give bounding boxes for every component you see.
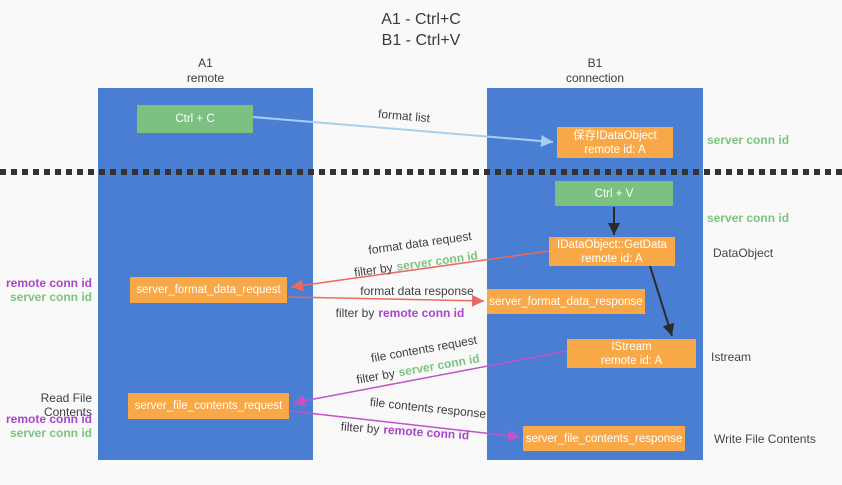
node-save-idataobject-line1: 保存IDataObject — [573, 129, 657, 142]
label-remote-conn-id-left-top: remote conn id — [5, 276, 92, 290]
node-server-file-contents-request-label: server_file_contents_request — [134, 400, 283, 412]
label-istream: Istream — [711, 350, 752, 364]
node-server-file-contents-response: server_file_contents_response — [523, 426, 685, 451]
node-idataobject-getdata: IDataObject::GetData remote id: A — [549, 237, 675, 266]
filter-by-text: filter by — [335, 306, 375, 320]
node-server-format-data-request: server_format_data_request — [130, 277, 287, 303]
label-format-list: format list — [377, 106, 431, 126]
label-dataobject: DataObject — [713, 246, 774, 260]
label-read-file-contents-wrap: Read File Contents — [0, 391, 92, 419]
remote-conn-id-text: remote conn id — [382, 422, 470, 443]
label-write-file-contents: Write File Contents — [714, 432, 816, 446]
node-ctrl-v-label: Ctrl + V — [594, 187, 634, 200]
filter-by-text: filter by — [355, 366, 396, 387]
filter-by-text: filter by — [340, 419, 380, 437]
label-server-conn-id-right-mid: server conn id — [707, 211, 790, 225]
remote-conn-id-text: remote conn id — [378, 306, 465, 320]
filter-by-text: filter by — [353, 260, 394, 280]
node-server-format-data-response: server_format_data_response — [487, 289, 645, 314]
node-server-file-contents-response-label: server_file_contents_response — [525, 432, 683, 445]
lane-a1-name: A1 — [198, 56, 213, 70]
lane-b1-role: connection — [565, 71, 625, 85]
node-istream-line1: IStream — [611, 340, 652, 353]
node-ctrl-c-label: Ctrl + C — [175, 113, 215, 125]
title-line-1: A1 - Ctrl+C — [381, 11, 461, 28]
node-ctrl-c: Ctrl + C — [137, 105, 253, 133]
lane-a1-role: remote — [186, 71, 225, 85]
label-file-contents-response: file contents response — [369, 394, 487, 422]
title-line-2: B1 - Ctrl+V — [381, 32, 461, 49]
session-separator-line — [0, 169, 842, 175]
node-server-format-data-response-label: server_format_data_response — [489, 295, 643, 308]
label-server-conn-id-left-top: server conn id — [9, 290, 92, 304]
label-server-conn-id-left-bottom: server conn id — [9, 426, 92, 440]
node-istream: IStream remote id: A — [567, 339, 696, 368]
label-format-data-response: format data response — [360, 284, 474, 298]
label-conn-ids-left-bottom: remote conn id server conn id — [0, 412, 92, 440]
lane-a1-header: A1 remote — [98, 56, 313, 86]
server-conn-id-text: server conn id — [395, 248, 479, 274]
lane-b1-name: B1 — [587, 56, 603, 70]
node-idataobject-getdata-line1: IDataObject::GetData — [557, 238, 667, 251]
node-save-idataobject: 保存IDataObject remote id: A — [557, 127, 673, 158]
label-conn-ids-left-top: remote conn id server conn id — [0, 276, 92, 304]
node-server-format-data-request-label: server_format_data_request — [136, 284, 281, 296]
label-remote-conn-id-left-bottom: remote conn id — [5, 412, 92, 426]
node-ctrl-v: Ctrl + V — [555, 181, 673, 206]
node-istream-line2: remote id: A — [600, 354, 663, 367]
diagram-title: A1 - Ctrl+C B1 - Ctrl+V — [0, 9, 842, 51]
node-save-idataobject-line2: remote id: A — [584, 143, 646, 156]
label-server-conn-id-right-top: server conn id — [707, 133, 790, 147]
node-idataobject-getdata-line2: remote id: A — [581, 252, 643, 265]
node-server-file-contents-request: server_file_contents_request — [128, 393, 289, 419]
lane-b1-header: B1 connection — [487, 56, 703, 86]
label-read-file-contents: Read File Contents — [40, 391, 92, 419]
